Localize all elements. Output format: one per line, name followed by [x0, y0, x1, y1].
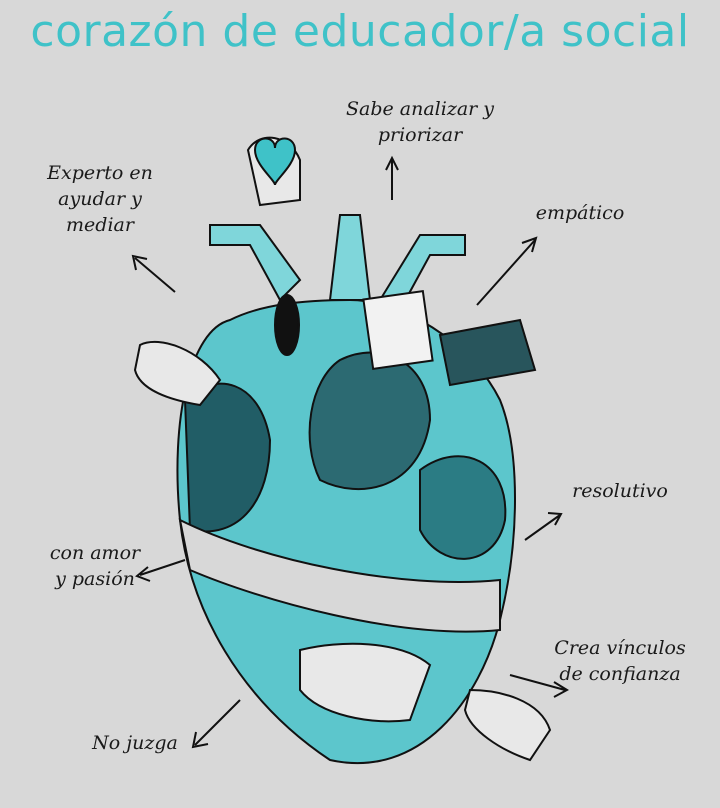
left-hand [133, 340, 222, 407]
top-vessel [438, 318, 537, 387]
label-love: con amor y pasión [49, 542, 141, 590]
label-empathic: empático [535, 202, 625, 224]
bottom-right-hand [463, 688, 552, 762]
arrows [131, 155, 570, 749]
page-title: corazón de educador/a social [30, 6, 690, 57]
vessel-opening [274, 294, 300, 356]
label-nojudge: No juzga [92, 732, 178, 754]
label-bonds: Crea vínculos de confianza [554, 637, 686, 685]
mini-heart [253, 137, 297, 186]
label-expert: Experto en ayudar y mediar [47, 162, 153, 236]
right-lobe [419, 455, 507, 560]
arm-band [178, 518, 501, 633]
hands [299, 642, 432, 723]
left-artery [209, 224, 302, 302]
paper-note [362, 290, 434, 370]
aorta [328, 214, 372, 301]
label-analyze: Sabe analizar y priorizar [345, 98, 495, 146]
label-resolute: resolutivo [572, 480, 668, 502]
